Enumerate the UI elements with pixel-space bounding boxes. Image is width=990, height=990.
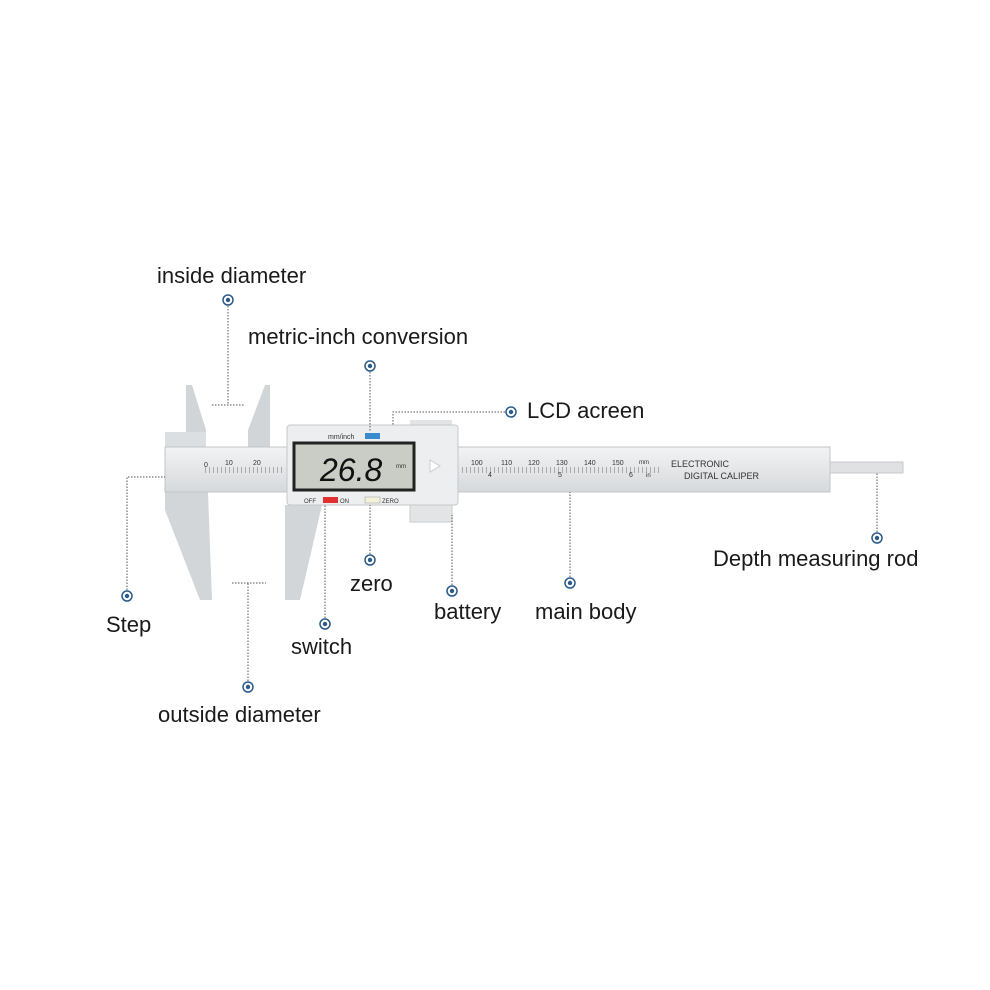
- label-outside-diameter: outside diameter: [158, 702, 321, 727]
- scale-tick: 130: [556, 460, 568, 467]
- play-icon: [429, 459, 441, 473]
- scale-tick: 140: [584, 460, 596, 467]
- label-dots: [121, 294, 883, 693]
- inch-tick: 4: [488, 472, 492, 479]
- scale-tick: 110: [501, 460, 512, 467]
- label-main-body: main body: [535, 599, 637, 624]
- main-beam: [164, 446, 831, 493]
- scale-tick: 120: [528, 460, 540, 467]
- label-depth-rod: Depth measuring rod: [713, 546, 919, 571]
- label-zero: zero: [350, 571, 393, 596]
- lcd-screen: [292, 441, 416, 492]
- label-step: Step: [106, 612, 152, 637]
- unit-button[interactable]: [365, 433, 380, 439]
- sliding-jaw: [248, 385, 322, 600]
- label-metric-inch: metric-inch conversion: [248, 324, 469, 349]
- label-battery: battery: [434, 599, 502, 624]
- off-label: OFF: [304, 499, 316, 505]
- lcd-unit: mm: [396, 464, 406, 470]
- zero-label: ZERO: [382, 499, 399, 505]
- scale-tick: 10: [225, 460, 233, 467]
- scale-tick: 0: [204, 462, 208, 469]
- in-unit: in: [646, 473, 651, 479]
- leader-lines: [126, 306, 878, 681]
- brand-line2: DIGITAL CALIPER: [684, 471, 760, 481]
- unit-button-label: mm/inch: [328, 434, 355, 441]
- on-off-button[interactable]: [323, 497, 338, 503]
- scale-tick: 150: [612, 460, 624, 467]
- scale-tick: 20: [253, 460, 261, 467]
- label-switch: switch: [291, 634, 353, 659]
- label-inside-diameter: inside diameter: [157, 263, 307, 288]
- brand-line1: ELECTRONIC: [671, 459, 730, 469]
- depth-rod: [829, 461, 904, 474]
- mm-unit: mm: [639, 460, 649, 466]
- inch-tick: 5: [558, 472, 562, 479]
- inch-tick: 6: [629, 472, 633, 479]
- fixed-jaw: [165, 385, 212, 600]
- label-lcd: LCD acreen: [527, 398, 645, 423]
- on-label: ON: [340, 499, 349, 505]
- lcd-value: 26.8: [319, 452, 382, 488]
- zero-button[interactable]: [364, 496, 381, 504]
- scale-tick: 100: [471, 460, 483, 467]
